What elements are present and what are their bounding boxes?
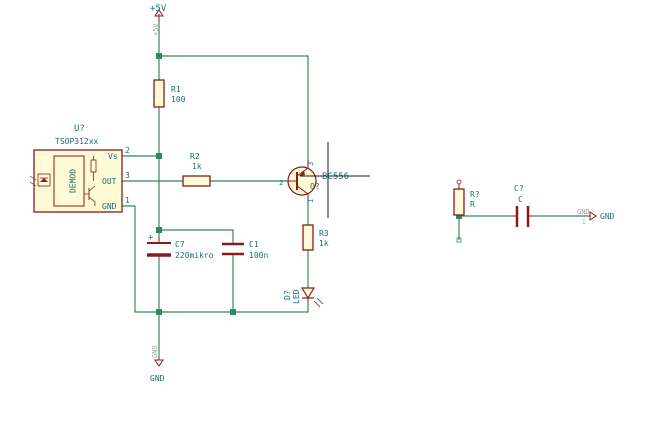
q1-ref: Q?: [310, 182, 320, 191]
c7-polarity: +: [148, 233, 154, 243]
u1-pin-out-label: OUT: [102, 177, 117, 186]
ground-symbol-right: GND 1 GND: [577, 208, 615, 226]
capacitor-c1[interactable]: C1 100n: [222, 240, 268, 260]
q1-pin-b: 2: [279, 179, 283, 187]
resistor-r-extra[interactable]: R? R: [453, 179, 480, 243]
wire-c1-top: [159, 229, 234, 243]
led-d1[interactable]: D? LED: [283, 286, 324, 308]
wire-5v-rail: [158, 22, 309, 160]
q1-pin-c: 1: [307, 199, 315, 203]
r-extra-value: R: [470, 200, 475, 209]
wires: [122, 22, 590, 360]
r3-ref: R3: [319, 229, 329, 238]
r2-value: 1k: [192, 162, 202, 171]
u1-pin-2: 2: [125, 146, 130, 155]
power-5v-symbol: +5V +5V: [150, 4, 167, 36]
r1-value: 100: [171, 95, 186, 104]
ground-symbol-bottom: GND GND: [150, 345, 165, 383]
c1-value: 100n: [249, 251, 268, 260]
q1-pin-e: 3: [307, 162, 315, 166]
junction-gnd-mid: [230, 309, 236, 315]
junction-vs: [156, 153, 162, 159]
power-5v-label: +5V: [150, 4, 167, 14]
u1-ref: U?: [74, 124, 85, 134]
wire-gnd-loop: [122, 205, 309, 313]
capacitor-c-extra[interactable]: C? C: [512, 184, 533, 227]
u1-body-text: DEMOD: [69, 169, 78, 193]
c-extra-ref: C?: [514, 184, 524, 193]
u1-pin-vs-label: Vs: [108, 152, 118, 161]
resistor-r2[interactable]: R2 1k: [182, 152, 211, 187]
led-ref: D?: [283, 290, 292, 300]
u1-pin-1: 1: [125, 196, 130, 205]
gnd-right-pin: 1: [582, 219, 586, 226]
c7-value: 220mikro: [175, 251, 214, 260]
c-extra-value: C: [518, 195, 523, 204]
u1-pin-3: 3: [125, 171, 130, 180]
photodiode-icon: [29, 173, 51, 187]
gnd-label: GND: [150, 374, 165, 383]
u1-value: TSOP312xx: [55, 137, 99, 146]
junction-c-top: [156, 227, 162, 233]
ir-receiver-u1[interactable]: U? TSOP312xx DEMOD Vs OUT GND 2 3 1: [29, 124, 130, 213]
internal-circuit-icon: [84, 156, 97, 206]
r2-ref: R2: [190, 152, 200, 161]
junctions: [156, 53, 462, 315]
power-5v-ref: +5V: [152, 23, 160, 36]
transistor-q1[interactable]: 2 3 1 Q? BC556: [279, 142, 370, 218]
r1-ref: R1: [171, 85, 181, 94]
junction-right: [456, 213, 462, 219]
r3-value: 1k: [319, 239, 329, 248]
c7-ref: C7: [175, 240, 185, 249]
q1-value: BC556: [322, 172, 349, 182]
c1-ref: C1: [249, 240, 259, 249]
gnd-right-ref: GND: [577, 208, 590, 216]
resistor-r1[interactable]: R1 100: [153, 79, 186, 108]
resistor-r3[interactable]: R3 1k: [302, 224, 329, 251]
gnd-ref: GND: [151, 345, 159, 358]
r-extra-ref: R?: [470, 190, 480, 199]
capacitor-c7[interactable]: + C7 220mikro: [147, 233, 214, 260]
led-value: LED: [292, 289, 301, 304]
u1-pin-gnd-label: GND: [102, 202, 117, 211]
junction-5v: [156, 53, 162, 59]
junction-gnd-left: [156, 309, 162, 315]
gnd-right-label: GND: [600, 212, 615, 221]
